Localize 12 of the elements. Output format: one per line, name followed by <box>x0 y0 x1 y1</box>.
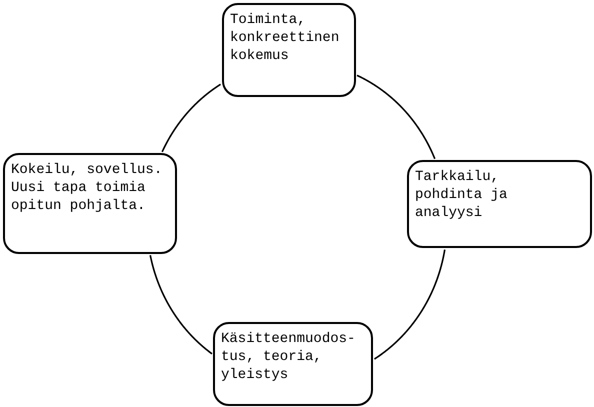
rounded-box <box>407 160 592 248</box>
box-text: Kokeilu, sovellus. Uusi tapa toimia opitun pohjalta. <box>11 161 164 215</box>
rounded-box <box>222 3 356 97</box>
cycle-connector <box>356 74 436 160</box>
rounded-box <box>3 153 177 254</box>
box-text: Tarkkailu, pohdinta ja analyysi <box>415 168 508 222</box>
rounded-box <box>213 322 373 406</box>
box-text: Toiminta, konkreettinen kokemus <box>230 11 340 65</box>
box-text: Käsitteenmuodos-tus, teoria, yleistys <box>221 330 356 384</box>
cycle-connector <box>149 255 212 354</box>
cycle-connector <box>161 84 221 152</box>
cycle-connector <box>374 250 446 360</box>
